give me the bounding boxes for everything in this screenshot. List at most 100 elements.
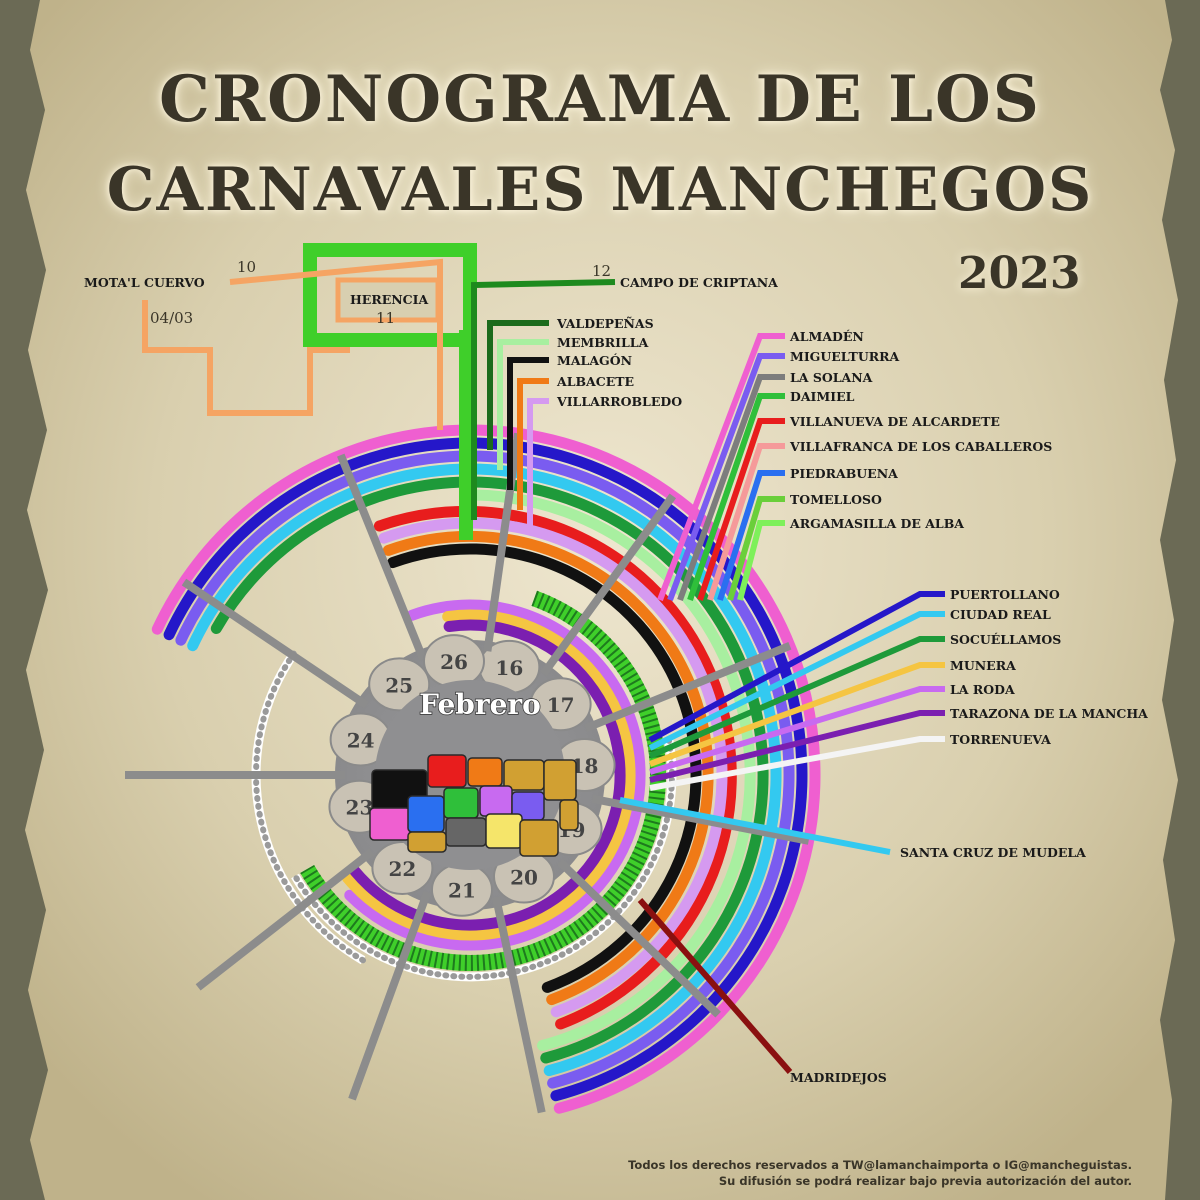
ring-herencia-hatch [300,590,666,971]
province-map-region [407,795,445,833]
day-21: 21 [448,879,476,903]
leader-miguelturra [667,353,785,602]
label-daimiel: DAIMIEL [790,389,855,404]
label-santacruz: SANTA CRUZ DE MUDELA [900,845,1086,860]
leader-albacete [517,378,549,510]
province-map-region [445,817,487,847]
date-herencia-day: 11 [376,309,395,327]
label-malagon: MALAGÓN [557,352,632,368]
label-herencia: HERENCIA [350,292,428,307]
day-23: 23 [346,796,374,820]
ring-miguelturra [175,450,795,1089]
month-label: Febrero [419,688,541,721]
usage-note: Su difusión se podrá realizar bajo previ… [718,1174,1132,1188]
leader-villarrobledo [527,398,549,530]
leader-laroda [649,686,945,775]
day-divider [584,642,792,732]
day-divider [540,493,677,677]
label-socuellamos: SOCUÉLLAMOS [950,632,1061,647]
leader-tarazona [649,710,945,783]
leader-valdepenas [487,320,549,450]
label-campo: CAMPO DE CRIPTANA [620,275,778,290]
label-ciudadreal: CIUDAD REAL [950,607,1051,622]
leader-ciudadreal [648,611,945,751]
leader-santacruz [619,797,891,855]
province-map-region [407,831,447,853]
day-16: 16 [495,656,523,680]
day-divider [591,794,810,845]
province-map-region [443,787,479,819]
leader-membrilla [497,339,549,470]
label-villarrobledo: VILLARROBLEDO [556,394,682,409]
leader-tomelloso [727,496,785,601]
province-map-region [479,785,513,817]
label-villafranca: VILLAFRANCA DE LOS CABALLEROS [789,439,1052,454]
label-laroda: LA RODA [950,682,1015,697]
label-torrenueva: TORRENUEVA [950,732,1051,747]
leader-villanueva [697,418,785,601]
label-tomelloso: TOMELLOSO [790,492,882,507]
leader-socuellamos [648,636,945,759]
day-divider [195,848,374,991]
label-villanueva: VILLANUEVA DE ALCARDETE [789,414,1000,429]
date-mota-end: 04/03 [150,309,193,327]
ring-torrenueva [253,649,366,964]
day-bubble [368,657,431,712]
label-puertollano: PUERTOLLANO [950,587,1060,602]
ring-laroda [344,599,646,951]
day-bubble [371,841,434,896]
ring-diagram: 1617181920212223242526FebreroALMADÉNMIGU… [84,243,1148,1114]
day-22: 22 [388,857,416,881]
leader-puertollano [648,591,945,743]
label-madridejos: MADRIDEJOS [790,1070,887,1085]
ring-membrilla [464,489,756,1051]
day-divider [337,453,427,661]
ring-munera [341,609,636,941]
day-17: 17 [547,693,575,717]
label-argamasilla: ARGAMASILLA DE ALBA [789,516,964,531]
day-25: 25 [385,673,413,697]
leader-campo [471,279,616,520]
province-map-region [519,819,559,857]
leader-daimiel [687,393,785,601]
province-map-region [559,799,579,831]
label-mota: MOTA'L CUERVO [84,275,205,290]
province-map-region [427,754,467,788]
title-line-2: CARNAVALES MANCHEGOS [106,155,1094,225]
day-24: 24 [347,728,375,752]
province-map-region [503,759,545,791]
province-map-region [467,757,503,787]
date-mota-day: 10 [237,258,256,276]
leader-mota-path [142,300,350,416]
province-map-region [369,807,411,841]
year-label: 2023 [958,248,1081,299]
day-divider [181,578,369,709]
day-divider [557,858,721,1018]
day-divider [348,891,432,1101]
leader-lasolana [677,374,785,602]
ring-argamasilla [292,736,675,980]
ring-tarazona [349,619,626,931]
day-20: 20 [510,866,538,890]
title-line-1: CRONOGRAMA DE LOS [159,62,1041,137]
label-lasolana: LA SOLANA [790,370,873,385]
leader-villafranca [707,443,785,601]
province-map-region [485,813,523,849]
label-munera: MUNERA [950,658,1016,673]
leader-piedrabuena [717,470,785,601]
label-valdepenas: VALDEPEÑAS [556,316,654,331]
label-tarazona: TARAZONA DE LA MANCHA [950,706,1148,721]
leader-almaden [657,333,785,602]
day-26: 26 [440,650,468,674]
leader-mota [229,258,443,430]
leader-madridejos [637,898,793,1074]
province-map-region [543,759,577,801]
label-membrilla: MEMBRILLA [557,335,649,350]
leader-torrenueva [649,736,945,791]
date-campo-day: 12 [592,262,611,280]
leader-munera [648,662,945,767]
leader-malagon [507,357,549,490]
label-albacete: ALBACETE [556,374,634,389]
